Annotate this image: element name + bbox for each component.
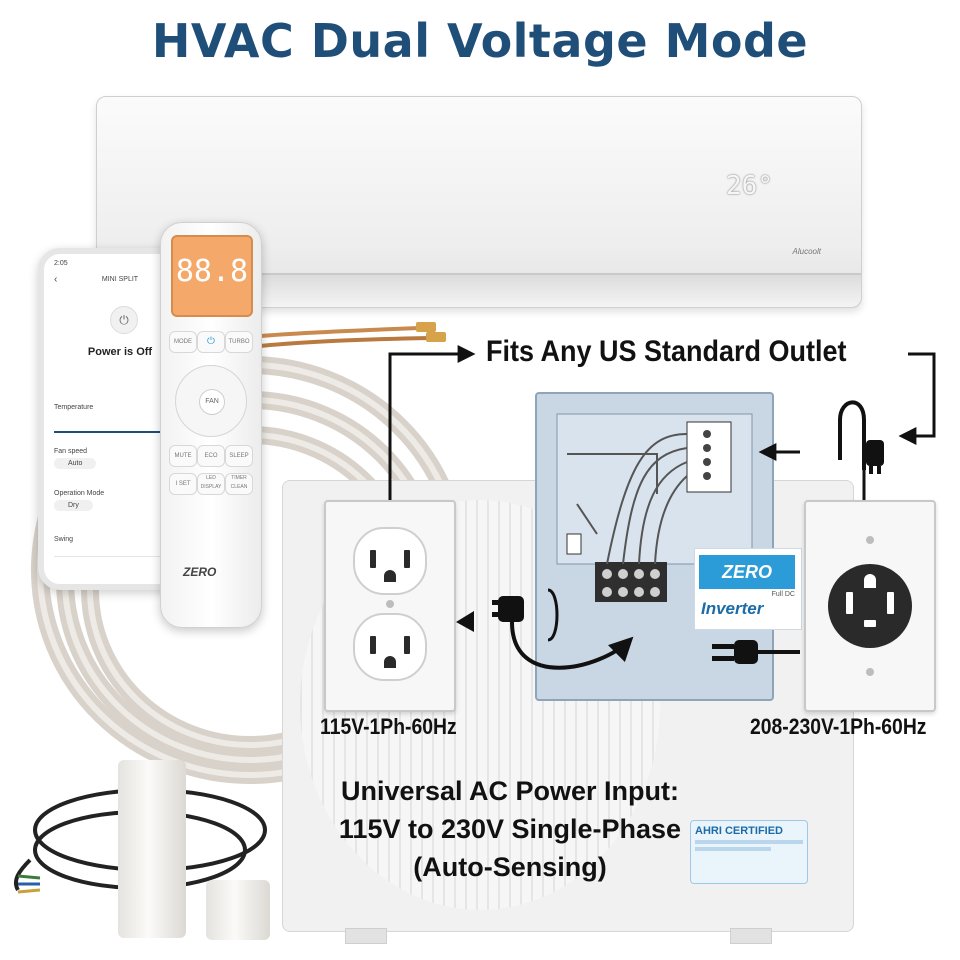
unit-foot-right <box>730 928 772 944</box>
section-label: Fan speed <box>54 448 88 455</box>
inverter-label: Inverter <box>701 599 764 618</box>
section-label: Temperature <box>54 404 94 411</box>
inverter-badge: ZERO Full DC Inverter <box>694 548 802 630</box>
full-dc-label: Full DC <box>771 591 795 598</box>
phone-section: Swing <box>54 536 186 543</box>
remote-mode-button[interactable]: MODE <box>169 331 197 353</box>
outlet-230v-label: 208-230V-1Ph-60Hz <box>750 714 927 739</box>
ahri-label: AHRI CERTIFIED <box>695 825 783 837</box>
remote-dpad[interactable]: FAN <box>175 365 247 437</box>
ahri-fine-print <box>695 840 803 851</box>
outlet-230v <box>804 500 936 712</box>
remote-lcd: 88.8 <box>171 235 253 317</box>
phone-time: 2:05 <box>54 260 68 267</box>
copper-pipes <box>259 322 446 348</box>
temperature-display: 26° <box>726 171 773 201</box>
remote-control: 88.8 MODE ⏻ TURBO FAN MUTE ECO SLEEP I S… <box>160 222 262 628</box>
remote-iset-button[interactable]: I SET <box>169 473 197 495</box>
duplex-receptacle <box>353 527 427 681</box>
power-status: Power is Off <box>87 346 153 358</box>
remote-brand-logo: ZERO <box>183 565 217 579</box>
phone-nav-bar[interactable] <box>54 556 186 567</box>
outlet-115v-label: 115V-1Ph-60Hz <box>320 714 457 739</box>
caption-line: Universal AC Power Input: <box>340 776 680 806</box>
caption-line: (Auto-Sensing) <box>413 852 607 882</box>
mode-selector[interactable]: Dry <box>54 500 93 511</box>
remote-fan-button[interactable]: FAN <box>199 389 225 415</box>
remote-power-button[interactable]: ⏻ <box>197 331 225 353</box>
caption-line: 115V to 230V Single-Phase <box>338 814 682 844</box>
remote-mute-button[interactable]: MUTE <box>169 445 197 467</box>
remote-turbo-button[interactable]: TURBO <box>225 331 253 353</box>
brand-logo: ZERO <box>699 555 795 589</box>
insulation-tape-roll <box>118 760 186 938</box>
section-label: Swing <box>54 536 74 543</box>
power-icon[interactable]: ⏻ <box>110 306 138 334</box>
remote-sleep-button[interactable]: SLEEP <box>225 445 253 467</box>
electrical-box <box>535 392 774 701</box>
ahri-certified-badge: AHRI CERTIFIED <box>690 820 808 884</box>
fan-speed-selector[interactable]: Auto <box>54 458 97 469</box>
wiring-diagram <box>556 413 753 602</box>
back-icon[interactable]: ‹ <box>54 274 58 285</box>
remote-eco-button[interactable]: ECO <box>197 445 225 467</box>
fits-outlet-label: Fits Any US Standard Outlet <box>486 335 847 368</box>
remote-timer-button[interactable]: TIMER CLEAN <box>225 473 253 495</box>
indoor-unit-brand: Alucoolt <box>792 247 821 256</box>
phone-section: Operation Mode Dry <box>54 490 186 511</box>
plug-icon-top <box>838 400 884 474</box>
phone-section: Temperature <box>54 404 186 433</box>
insulation-tape-roll-small <box>206 880 270 940</box>
phone-header: MINI SPLIT <box>101 276 139 283</box>
universal-power-caption: Universal AC Power Input: 115V to 230V S… <box>300 772 720 886</box>
remote-led-button[interactable]: LED DISPLAY <box>197 473 225 495</box>
unit-foot-left <box>345 928 387 944</box>
nema-14-50-receptacle <box>828 536 912 676</box>
phone-section: Fan speed Auto <box>54 448 186 469</box>
section-label: Operation Mode <box>54 490 105 497</box>
outlet-115v <box>324 500 456 712</box>
page-title: HVAC Dual Voltage Mode <box>151 14 809 68</box>
